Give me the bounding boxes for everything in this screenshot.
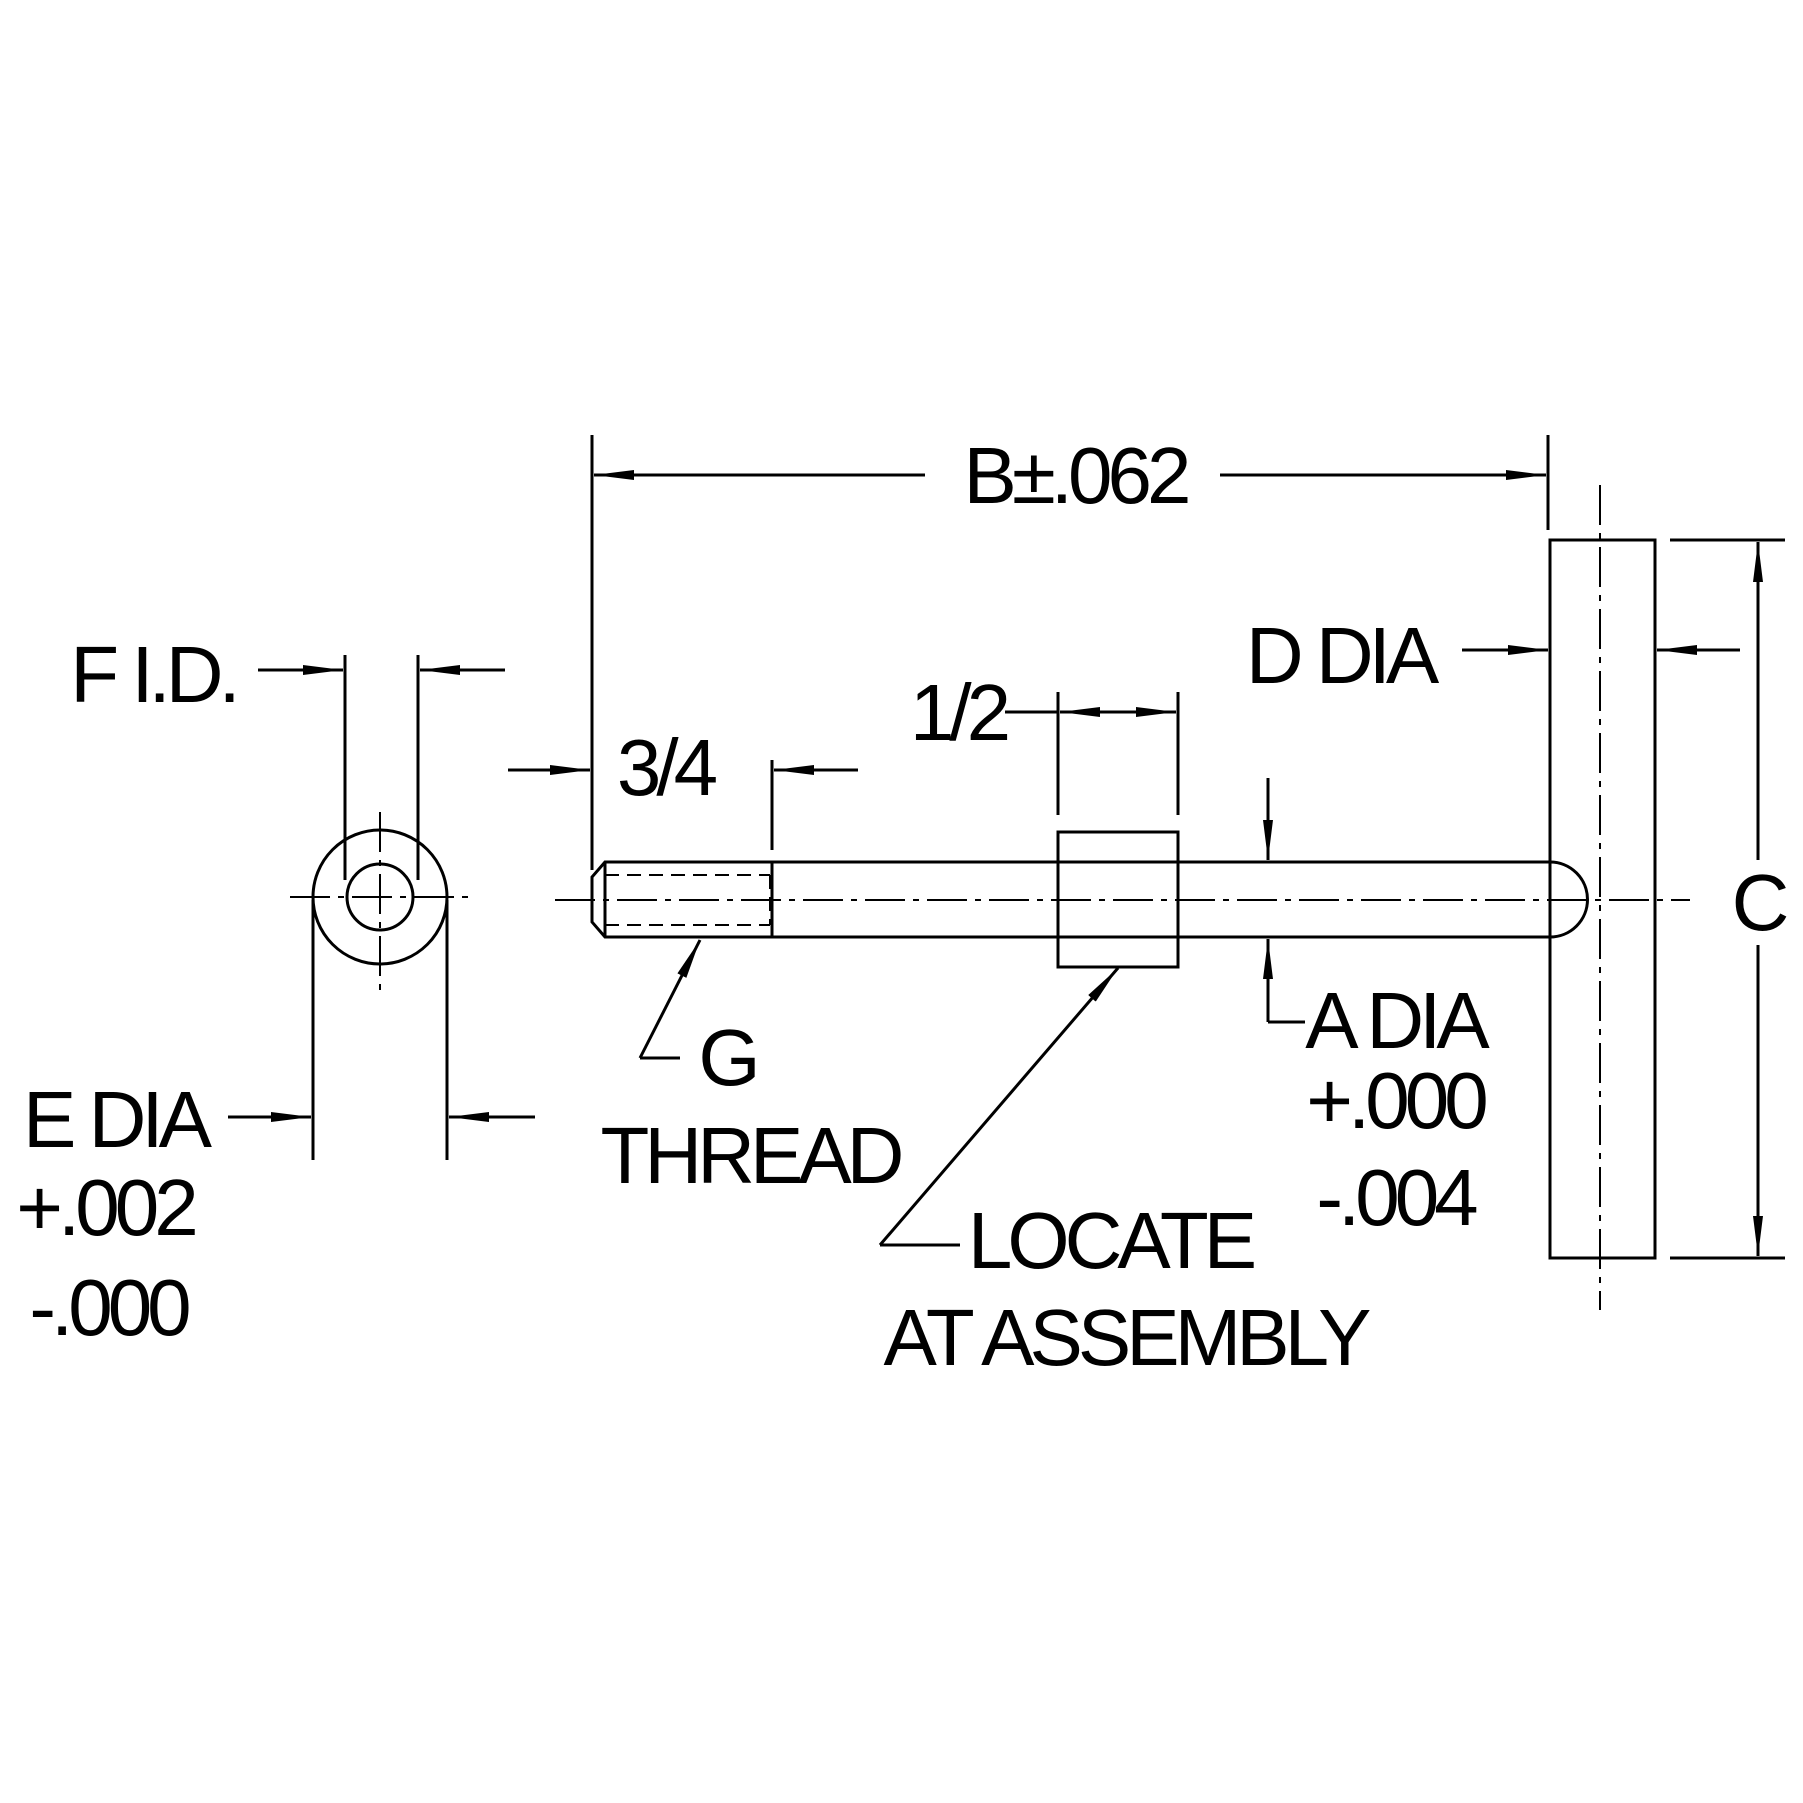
c-label: C <box>1732 858 1787 947</box>
locate-label: LOCATE <box>968 1196 1254 1285</box>
three-quarter-label: 3/4 <box>617 723 717 812</box>
a-dia-minus-tolerance: -.004 <box>1316 1153 1477 1242</box>
thread-label: THREAD <box>601 1111 901 1200</box>
a-dia-label: A DIA <box>1305 976 1490 1065</box>
e-dia-label: E DIA <box>23 1075 213 1164</box>
pin-head: D DIA <box>1246 485 1740 1310</box>
collar: 1/2 <box>910 668 1180 969</box>
f-id-label: F I.D. <box>70 630 236 719</box>
a-dia-dimension: A DIA +.000 -.004 <box>1263 778 1495 1242</box>
pin-rod <box>555 860 1690 939</box>
half-label: 1/2 <box>910 668 1008 757</box>
three-quarter-dimension: 3/4 <box>508 723 858 850</box>
d-dia-label: D DIA <box>1246 611 1440 700</box>
end-view: F I.D. E DIA +.002 -.000 <box>16 630 535 1352</box>
e-dia-minus-tolerance: -.000 <box>29 1263 189 1352</box>
b-label: B±.062 <box>964 431 1188 520</box>
c-dimension: C <box>1670 538 1792 1260</box>
a-dia-plus-tolerance: +.000 <box>1306 1056 1486 1145</box>
locate-callout: LOCATE AT ASSEMBLY <box>878 967 1375 1382</box>
g-label: G <box>698 1013 755 1102</box>
g-thread-callout: G THREAD <box>601 939 906 1200</box>
b-dimension: B±.062 <box>590 431 1550 870</box>
at-assembly-label: AT ASSEMBLY <box>883 1293 1370 1382</box>
e-dia-plus-tolerance: +.002 <box>16 1163 195 1252</box>
